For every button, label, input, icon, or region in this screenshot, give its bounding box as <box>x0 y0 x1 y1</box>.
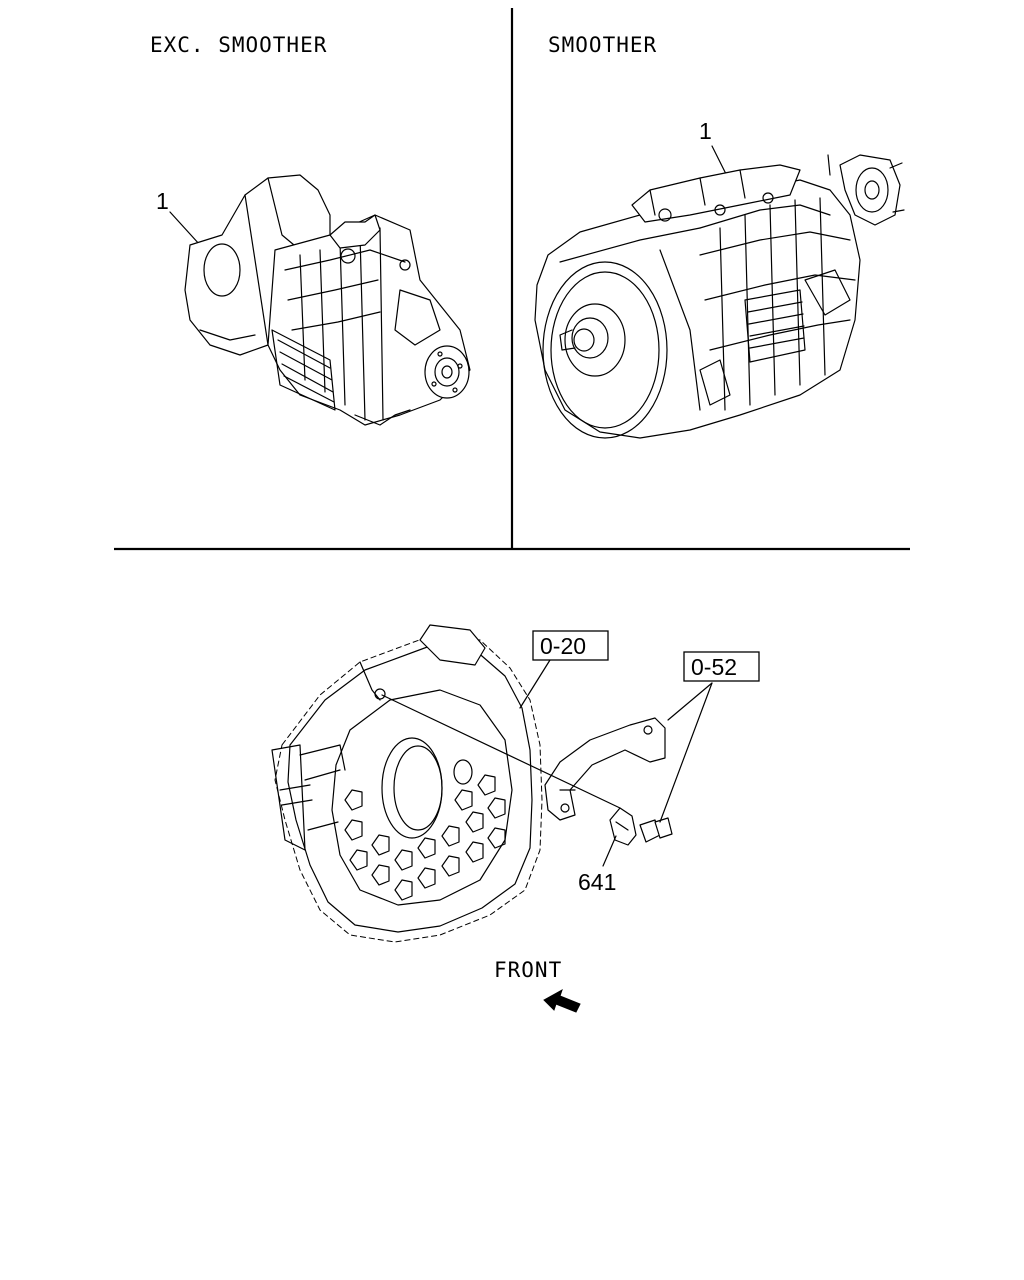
clutch-housing-illustration <box>271 624 543 943</box>
transmission-illustration-smoother <box>534 154 905 439</box>
callout-number-right: 1 <box>699 118 712 144</box>
callout-leader-left <box>169 211 201 246</box>
ref-label-b: 0-52 <box>691 654 737 680</box>
front-label: FRONT <box>494 958 562 982</box>
transmission-illustration-exc-smoother <box>184 174 471 426</box>
panel-title-exc-smoother: EXC. SMOOTHER <box>150 33 327 57</box>
ref-label-a: 0-20 <box>540 633 586 659</box>
housing-ribbing <box>344 774 506 901</box>
ref-box-b <box>683 651 760 682</box>
leader-housing-to-bracket <box>381 694 621 809</box>
front-arrow-icon <box>543 988 581 1013</box>
callout-number-left: 1 <box>156 188 169 214</box>
leader-part-641 <box>602 835 617 867</box>
leader-ref-b-1 <box>667 682 713 721</box>
leader-ref-b-2 <box>659 682 713 823</box>
part-number-label: 641 <box>578 869 616 895</box>
leader-ref-a <box>519 659 551 709</box>
ref-box-a <box>532 630 609 661</box>
panel-title-smoother: SMOOTHER <box>548 33 657 57</box>
